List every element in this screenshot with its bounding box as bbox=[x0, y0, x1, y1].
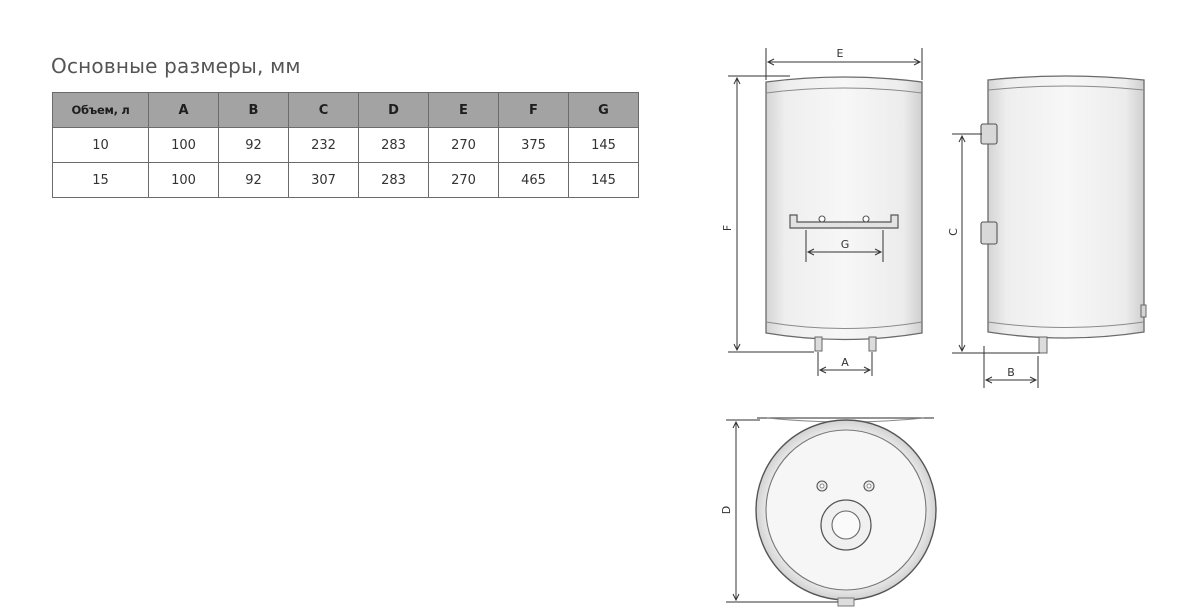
label-b: B bbox=[1007, 366, 1015, 379]
mounting-bracket bbox=[789, 214, 899, 229]
table-cell: 15 bbox=[52, 162, 149, 198]
table-cell: 232 bbox=[288, 127, 359, 163]
table-cell: 283 bbox=[358, 127, 429, 163]
dimension-c bbox=[952, 133, 1040, 354]
side-knob bbox=[1140, 304, 1147, 318]
column-header-g: G bbox=[568, 92, 639, 128]
top-view-port-right-inner bbox=[866, 483, 872, 489]
bracket-hole-left bbox=[818, 215, 826, 223]
table-cell: 10 bbox=[52, 127, 149, 163]
table-row: 15 100 92 307 283 270 465 145 bbox=[52, 162, 639, 198]
table-cell: 145 bbox=[568, 162, 639, 198]
front-bottom-seam bbox=[765, 321, 923, 329]
dimensions-table: Объем, л A B C D E F G 10 100 92 232 283… bbox=[52, 92, 639, 198]
wall-mount-bottom bbox=[980, 221, 998, 245]
column-header-b: B bbox=[218, 92, 289, 128]
column-header-f: F bbox=[498, 92, 569, 128]
dimension-g bbox=[805, 230, 884, 262]
side-view: C B bbox=[947, 75, 1147, 388]
side-top-seam bbox=[987, 85, 1145, 91]
top-view-bottom-tab bbox=[837, 597, 855, 607]
label-a: A bbox=[841, 356, 849, 369]
bracket-hole-right bbox=[862, 215, 870, 223]
label-e: E bbox=[837, 47, 844, 60]
label-f: F bbox=[721, 225, 734, 231]
front-top-seam bbox=[765, 87, 923, 94]
column-header-c: C bbox=[288, 92, 359, 128]
front-view: E F G A bbox=[721, 47, 923, 376]
table-header-row: Объем, л A B C D E F G bbox=[52, 92, 639, 128]
table-cell: 307 bbox=[288, 162, 359, 198]
table-cell: 465 bbox=[498, 162, 569, 198]
side-pipe bbox=[1038, 336, 1048, 354]
dimension-f bbox=[728, 75, 814, 353]
top-view-port-left-inner bbox=[819, 483, 825, 489]
wall-mount-top bbox=[980, 123, 998, 145]
label-c: C bbox=[947, 228, 960, 236]
table-cell: 270 bbox=[428, 162, 499, 198]
side-tank-body bbox=[987, 75, 1145, 339]
page-title: Основные размеры, мм bbox=[51, 54, 301, 78]
dimension-b bbox=[983, 346, 1039, 388]
dimension-a bbox=[817, 352, 873, 376]
front-pipe-right bbox=[868, 336, 877, 352]
front-pipe-left bbox=[814, 336, 823, 352]
table-cell: 100 bbox=[148, 127, 219, 163]
table-row: 10 100 92 232 283 270 375 145 bbox=[52, 127, 639, 163]
dimension-d bbox=[726, 419, 838, 603]
dimension-e bbox=[765, 48, 923, 80]
column-header-e: E bbox=[428, 92, 499, 128]
label-d: D bbox=[720, 506, 733, 514]
column-header-a: A bbox=[148, 92, 219, 128]
column-header-volume: Объем, л bbox=[52, 92, 149, 128]
label-g: G bbox=[841, 238, 850, 251]
table-cell: 92 bbox=[218, 162, 289, 198]
top-view: D bbox=[720, 417, 937, 607]
front-tank-body bbox=[765, 76, 923, 341]
table-cell: 100 bbox=[148, 162, 219, 198]
table-cell: 283 bbox=[358, 162, 429, 198]
top-view-flange-inner bbox=[831, 510, 861, 540]
side-bottom-seam bbox=[987, 321, 1145, 328]
table-cell: 270 bbox=[428, 127, 499, 163]
